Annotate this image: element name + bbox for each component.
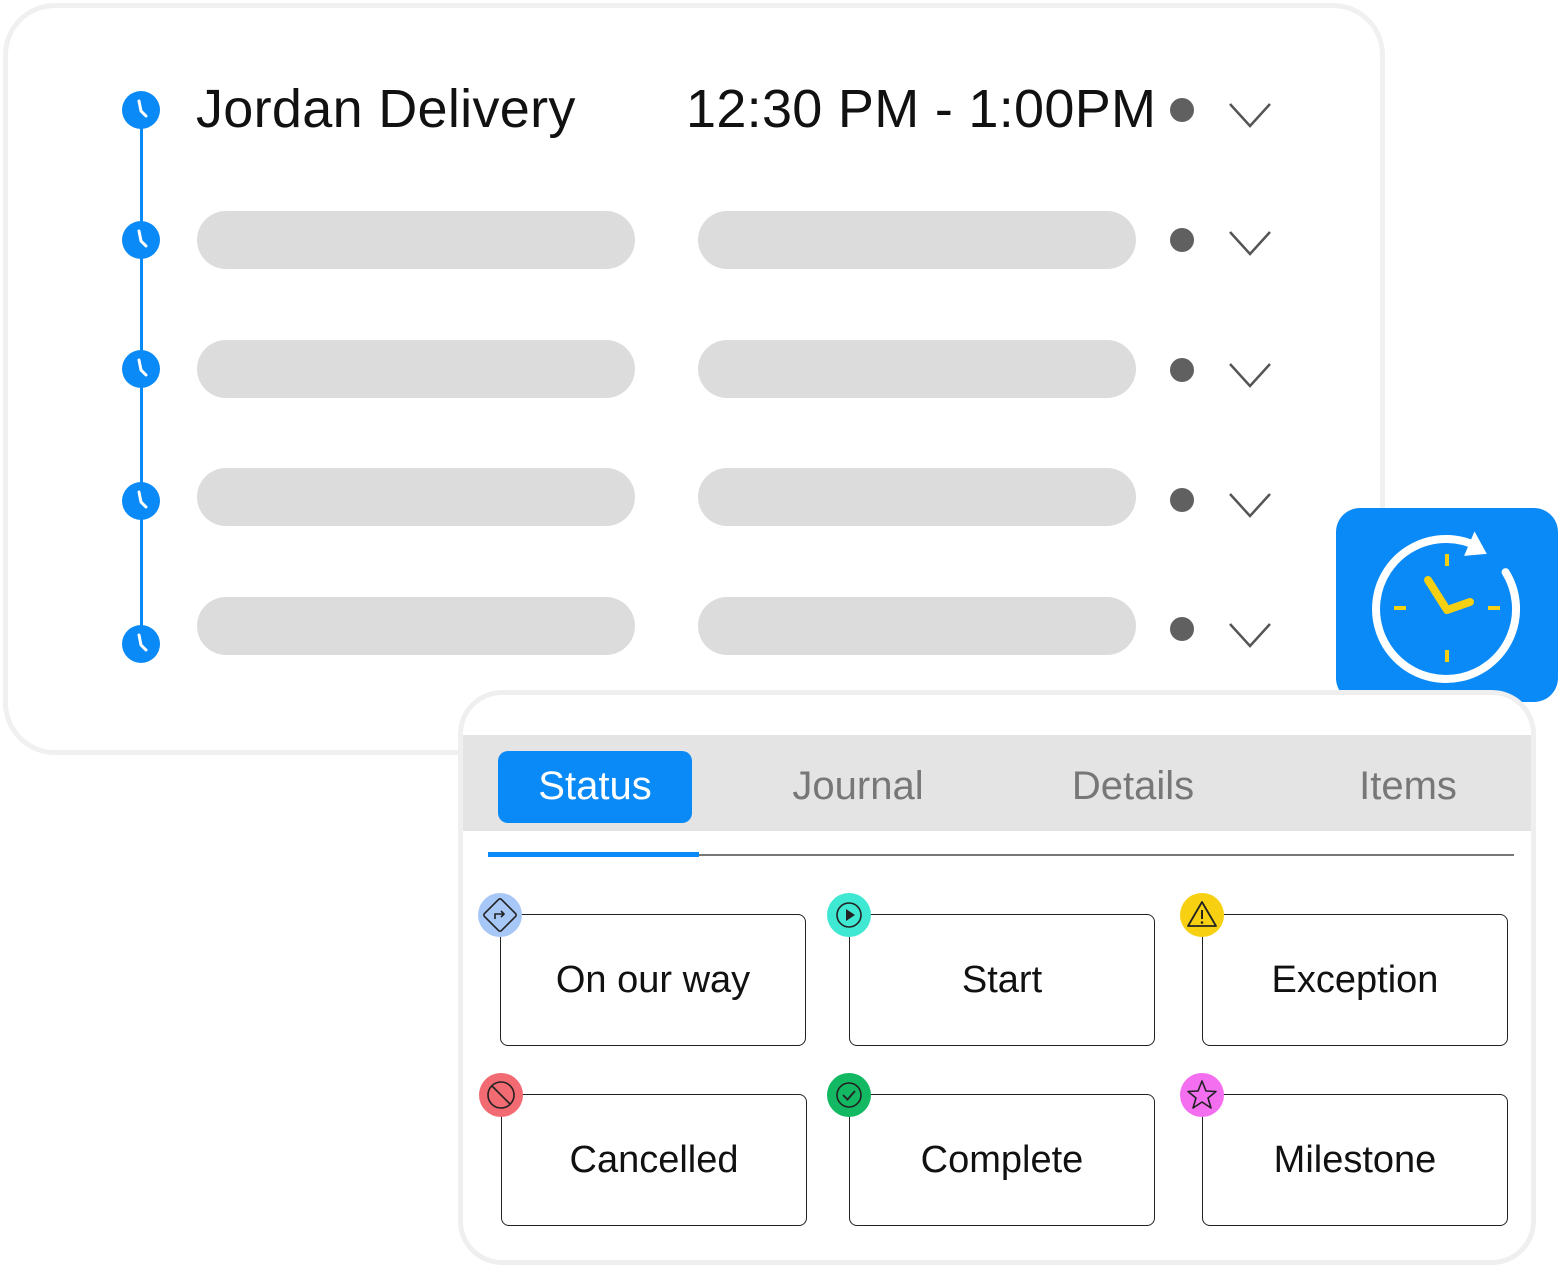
clock-icon xyxy=(122,350,160,388)
chevron-down-icon[interactable] xyxy=(1228,490,1272,520)
status-label: Start xyxy=(961,958,1043,1001)
clock-refresh-app-icon xyxy=(1336,508,1558,702)
chevron-down-icon[interactable] xyxy=(1228,360,1272,390)
placeholder-title xyxy=(197,211,635,269)
directions-icon xyxy=(478,893,522,937)
status-milestone-button[interactable]: Milestone xyxy=(1202,1094,1508,1226)
status-label: Exception xyxy=(1271,958,1439,1001)
star-icon xyxy=(1180,1073,1224,1117)
play-icon xyxy=(827,893,871,937)
check-icon xyxy=(827,1073,871,1117)
warning-icon xyxy=(1180,893,1224,937)
chevron-down-icon[interactable] xyxy=(1228,228,1272,258)
placeholder-title xyxy=(197,340,635,398)
chevron-down-icon[interactable] xyxy=(1228,100,1272,130)
placeholder-time xyxy=(698,597,1136,655)
status-indicator xyxy=(1170,358,1194,382)
status-label: Cancelled xyxy=(569,1138,739,1181)
appointment-title[interactable]: Jordan Delivery xyxy=(196,79,576,139)
status-panel: Status Journal Details Items On our way … xyxy=(458,690,1536,1265)
clock-icon xyxy=(122,221,160,259)
chevron-down-icon[interactable] xyxy=(1228,620,1272,650)
placeholder-title xyxy=(197,597,635,655)
status-exception-button[interactable]: Exception xyxy=(1202,914,1508,1046)
placeholder-title xyxy=(197,468,635,526)
tab-journal[interactable]: Journal xyxy=(792,764,924,808)
tab-details[interactable]: Details xyxy=(1071,764,1195,808)
status-label: On our way xyxy=(555,958,751,1001)
clock-icon xyxy=(122,625,160,663)
status-on-our-way-button[interactable]: On our way xyxy=(500,914,806,1046)
status-cancelled-button[interactable]: Cancelled xyxy=(501,1094,807,1226)
tab-status[interactable]: Status xyxy=(498,751,692,823)
tab-underline-active xyxy=(488,852,699,857)
status-indicator xyxy=(1170,488,1194,512)
placeholder-time xyxy=(698,468,1136,526)
status-label: Milestone xyxy=(1273,1138,1437,1181)
appointment-time: 12:30 PM - 1:00PM xyxy=(686,79,1157,139)
tab-bar: Status Journal Details Items xyxy=(463,735,1531,831)
tab-items[interactable]: Items xyxy=(1359,764,1457,808)
clock-icon xyxy=(122,91,160,129)
status-indicator xyxy=(1170,617,1194,641)
placeholder-time xyxy=(698,211,1136,269)
clock-icon xyxy=(122,482,160,520)
status-complete-button[interactable]: Complete xyxy=(849,1094,1155,1226)
status-label: Complete xyxy=(920,1138,1084,1181)
status-indicator xyxy=(1170,98,1194,122)
placeholder-time xyxy=(698,340,1136,398)
status-indicator xyxy=(1170,228,1194,252)
status-start-button[interactable]: Start xyxy=(849,914,1155,1046)
no-entry-icon xyxy=(479,1073,523,1117)
tab-underline xyxy=(488,854,1514,856)
